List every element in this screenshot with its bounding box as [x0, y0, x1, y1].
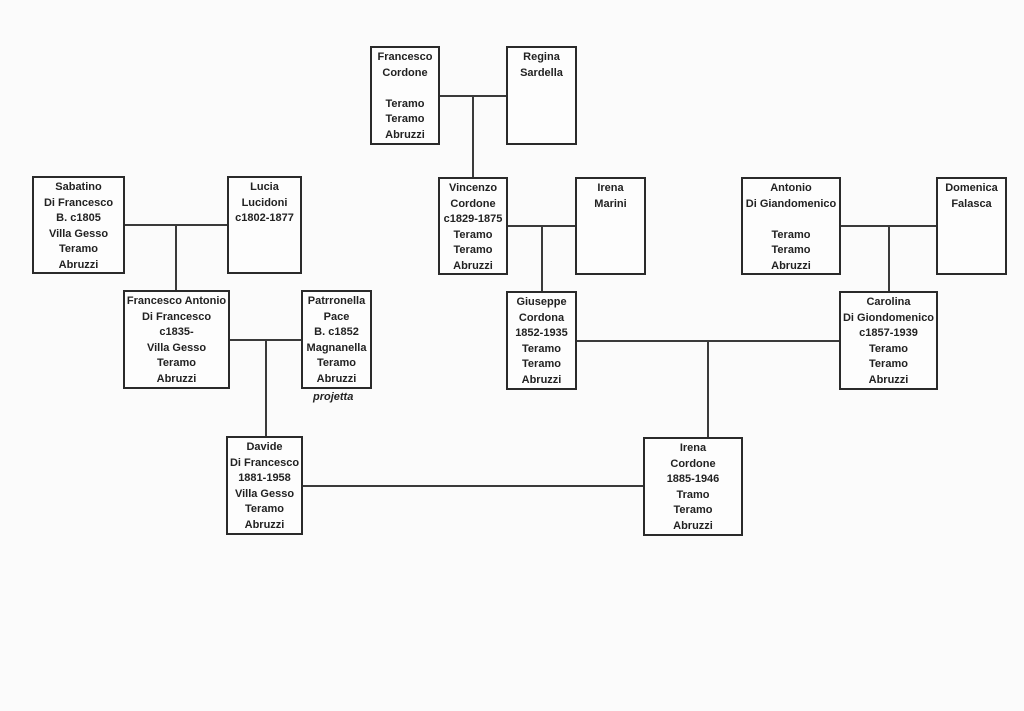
- person-text-line: [743, 212, 839, 228]
- person-text-line: Abruzzi: [771, 259, 811, 272]
- person-text-line: Marini: [594, 197, 627, 210]
- person-text-line: Abruzzi: [868, 373, 909, 386]
- person-text-line: Teramo: [771, 228, 811, 241]
- person-text-line: Teramo: [522, 342, 561, 355]
- person-text-line: Di Francesco: [229, 456, 300, 469]
- person-text-line: Domenica: [945, 182, 998, 194]
- person-francesco-antonio-di-francesco: Francesco Antonio Di Francesco c1835- Villa…: [123, 290, 230, 389]
- person-text-line: B. c1852: [314, 326, 359, 338]
- person-text-line: Falasca: [951, 197, 992, 210]
- person-text-line: Villa Gesso: [146, 341, 207, 354]
- person-text-line: Di Giondomenico: [842, 311, 935, 324]
- person-text-line: [372, 81, 438, 97]
- person-text-line: Francesco Antonio: [126, 295, 227, 307]
- person-text-line: Francesco: [377, 51, 433, 63]
- person-text-line: Teramo: [869, 342, 908, 355]
- person-text-line: Magnanella: [306, 341, 367, 354]
- person-text-line: Teramo: [385, 97, 425, 110]
- person-text-line: Cordone: [382, 66, 428, 79]
- person-text-line: Teramo: [771, 244, 811, 256]
- person-text-line: c1835-: [159, 326, 194, 338]
- person-text-line: Antonio: [770, 182, 812, 194]
- note-projetta: projetta: [313, 391, 354, 403]
- person-text-line: 1881-1958: [238, 472, 291, 484]
- person-text-line: Teramo: [317, 357, 356, 369]
- person-text-line: Irena: [679, 442, 707, 454]
- person-text-line: Pace: [323, 310, 350, 323]
- person-text-line: Di Francesco: [141, 310, 212, 323]
- person-text-line: Teramo: [869, 358, 908, 370]
- person-text-line: Teramo: [453, 244, 493, 256]
- person-text-line: Abruzzi: [58, 258, 99, 271]
- person-text-line: Abruzzi: [673, 519, 713, 532]
- person-text-line: Teramo: [522, 358, 561, 370]
- person-text-line: Lucidoni: [241, 196, 288, 209]
- person-text-line: Abruzzi: [244, 518, 285, 531]
- person-text-line: Villa Gesso: [234, 487, 295, 500]
- person-text-line: Cordona: [518, 311, 565, 324]
- person-text-line: Vincenzo: [448, 182, 498, 194]
- person-text-line: Sardella: [520, 66, 563, 79]
- person-text-line: Lucia: [250, 181, 279, 193]
- person-text-line: 1852-1935: [515, 327, 568, 339]
- person-text-line: 1885-1946: [666, 473, 720, 485]
- person-text-line: Davide: [246, 441, 283, 453]
- person-text-line: Patrronella: [307, 295, 366, 307]
- person-text-line: Giuseppe: [516, 296, 567, 308]
- person-text-line: c1857-1939: [859, 327, 918, 339]
- person-text-line: Abruzzi: [316, 372, 357, 385]
- person-text-line: Abruzzi: [453, 259, 493, 272]
- person-text-line: Villa Gesso: [48, 227, 109, 240]
- person-text-line: Abruzzi: [521, 373, 562, 386]
- person-text-line: Abruzzi: [156, 372, 197, 385]
- person-text-line: Cordone: [450, 197, 496, 210]
- person-text-line: B. c1805: [56, 212, 101, 224]
- person-text-line: Regina: [523, 51, 560, 63]
- person-text-line: c1802-1877: [235, 212, 294, 224]
- person-text-line: Di Francesco: [43, 196, 114, 209]
- person-text-line: Di Giandomenico: [745, 197, 837, 210]
- person-text-line: Tramo: [676, 488, 710, 501]
- person-text-line: c1829-1875: [443, 213, 503, 225]
- person-text-line: Teramo: [157, 357, 196, 369]
- person-text-line: Teramo: [673, 504, 713, 516]
- person-text-line: Teramo: [245, 503, 284, 515]
- person-text-line: Sabatino: [55, 181, 102, 193]
- person-text-line: Teramo: [453, 228, 493, 241]
- person-text-line: Carolina: [866, 296, 911, 308]
- person-text-line: Teramo: [59, 243, 98, 255]
- person-text-line: Cordone: [670, 457, 716, 470]
- person-text-line: Abruzzi: [385, 128, 425, 141]
- person-text-line: Teramo: [385, 113, 425, 125]
- person-text-line: Irena: [597, 182, 624, 194]
